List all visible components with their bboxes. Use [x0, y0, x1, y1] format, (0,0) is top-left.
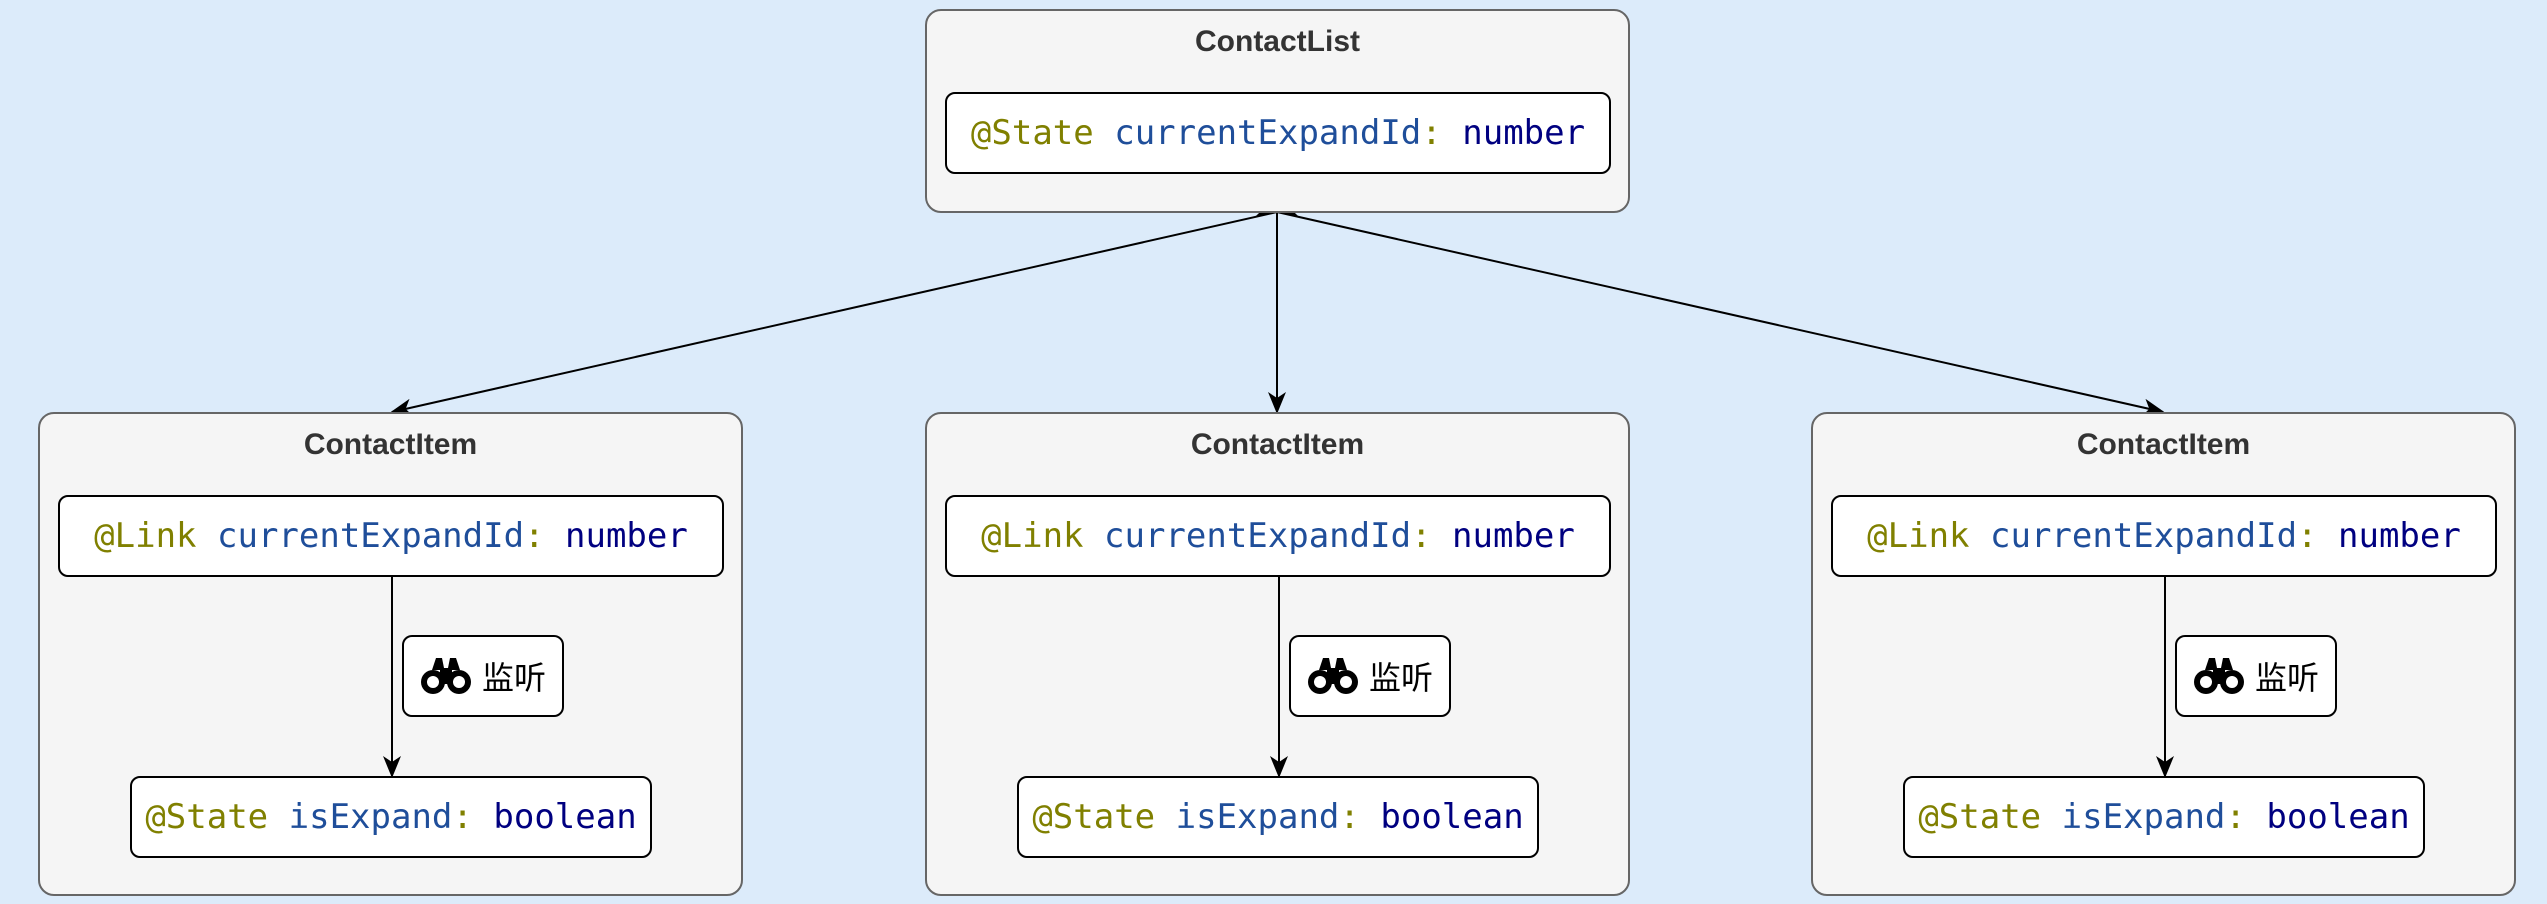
link-current-expand-id: @Link currentExpandId: number: [1831, 495, 2497, 577]
panel-title: ContactList: [1195, 25, 1360, 58]
link-current-expand-id: @Link currentExpandId: number: [945, 495, 1611, 577]
panel-title: ContactItem: [1190, 428, 1365, 461]
decorator: @State: [145, 797, 269, 837]
decorator: @State: [970, 113, 1094, 153]
colon: :: [524, 516, 545, 556]
variable-name: isExpand: [2061, 797, 2226, 837]
variable-type: number: [1462, 113, 1586, 153]
link-current-expand-id: @Link currentExpandId: number: [58, 495, 724, 577]
contact-list-panel: ContactList @State currentExpandId: numb…: [925, 9, 1630, 213]
variable-type: boolean: [493, 797, 637, 837]
state-is-expand: @State isExpand: boolean: [1903, 776, 2425, 858]
watch-label: 监听: [2254, 659, 2319, 697]
decorator: @State: [1032, 797, 1156, 837]
state-is-expand: @State isExpand: boolean: [1017, 776, 1539, 858]
watch-arrow: [2156, 577, 2174, 778]
binoculars-icon: [420, 656, 472, 696]
decorator: @State: [1918, 797, 2042, 837]
contact-item-panel: ContactItem @Link currentExpandId: numbe…: [38, 412, 743, 896]
decorator: @Link: [94, 516, 197, 556]
sync-arrow-left: [390, 198, 1299, 417]
state-is-expand: @State isExpand: boolean: [130, 776, 652, 858]
state-current-expand-id: @State currentExpandId: number: [945, 92, 1611, 174]
decorator: @Link: [981, 516, 1084, 556]
watch-arrow: [1270, 577, 1288, 778]
variable-name: isExpand: [1175, 797, 1340, 837]
decorator: @Link: [1867, 516, 1970, 556]
watch-arrow: [383, 577, 401, 778]
watch-label: 监听: [1368, 659, 1433, 697]
panel-title: ContactItem: [303, 428, 478, 461]
variable-type: boolean: [2266, 797, 2410, 837]
colon: :: [2225, 797, 2246, 837]
colon: :: [1411, 516, 1432, 556]
watch-label-box: 监听: [2175, 635, 2337, 717]
watch-label-box: 监听: [402, 635, 564, 717]
binoculars-icon: [1307, 656, 1359, 696]
variable-name: currentExpandId: [1114, 113, 1422, 153]
binoculars-icon: [2193, 656, 2245, 696]
variable-type: boolean: [1380, 797, 1524, 837]
variable-name: currentExpandId: [217, 516, 525, 556]
variable-name: isExpand: [288, 797, 453, 837]
colon: :: [452, 797, 473, 837]
panel-title: ContactItem: [2076, 428, 2251, 461]
variable-name: currentExpandId: [1990, 516, 2298, 556]
colon: :: [1421, 113, 1442, 153]
variable-type: number: [2338, 516, 2461, 556]
variable-name: currentExpandId: [1104, 516, 1412, 556]
watch-label: 监听: [481, 659, 546, 697]
sync-arrow-right: [1255, 198, 2165, 417]
watch-label-box: 监听: [1289, 635, 1451, 717]
variable-type: number: [565, 516, 688, 556]
colon: :: [1339, 797, 1360, 837]
contact-item-panel: ContactItem @Link currentExpandId: numbe…: [1811, 412, 2516, 896]
contact-item-panel: ContactItem @Link currentExpandId: numbe…: [925, 412, 1630, 896]
colon: :: [2297, 516, 2318, 556]
variable-type: number: [1452, 516, 1575, 556]
